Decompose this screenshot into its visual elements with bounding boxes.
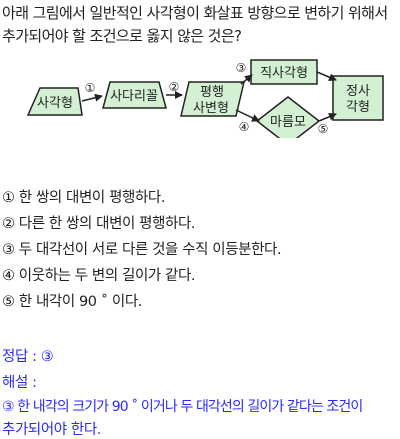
trapezoid-label: 사다리꼴 <box>110 89 158 104</box>
arrow-label-1: ① <box>85 81 96 95</box>
trapezoid-shape <box>102 81 167 109</box>
quadrilateral-flow-diagram: 사각형 사다리꼴 평행 사변형 직사각형 마름모 정사 각형 ① ② ③ ④ ⑤ <box>26 59 384 138</box>
square-label-1: 정사 <box>346 84 370 99</box>
question-text: 아래 그림에서 일반적인 사각형이 화살표 방향으로 변하기 위해서 추가되어야… <box>2 2 398 48</box>
rhombus-label: 마름모 <box>270 115 306 130</box>
option-2[interactable]: ② 다른 한 쌍의 대변이 평행하다. <box>2 216 196 232</box>
rectangle-shape <box>250 59 318 85</box>
rhombus-shape <box>255 96 321 138</box>
option-5[interactable]: ⑤ 한 내각이 90 ˚ 이다. <box>2 294 142 310</box>
arrow-label-2: ② <box>169 80 180 94</box>
question-line-2: 추가되어야 할 조건으로 옳지 않은 것은? <box>2 27 242 45</box>
answer-label: 정답 : ③ <box>2 349 54 365</box>
parallelogram-label-1: 평행 <box>200 84 224 100</box>
rectangle-label: 직사각형 <box>260 66 308 81</box>
option-3[interactable]: ③ 두 대각선이 서로 다른 것을 수직 이등분한다. <box>2 242 282 258</box>
question-line-1: 아래 그림에서 일반적인 사각형이 화살표 방향으로 변하기 위해서 <box>2 4 388 22</box>
arrow-4 <box>235 109 260 122</box>
option-1[interactable]: ① 한 쌍의 대변이 평행하다. <box>2 190 166 206</box>
arrow-rect-to-square <box>316 71 337 81</box>
parallelogram-shape <box>180 81 245 117</box>
explanation-line-2: 추가되어야 한다. <box>2 422 101 438</box>
arrow-1 <box>81 93 103 102</box>
quadrilateral-label: 사각형 <box>37 96 73 111</box>
arrow-3 <box>240 74 253 85</box>
square-shape <box>332 75 384 121</box>
arrow-label-4: ④ <box>239 120 250 134</box>
explanation-line-1: ③ 한 내각의 크기가 90 ˚ 이거나 두 대각선의 길이가 같다는 조건이 <box>2 399 363 415</box>
explanation-label: 해설 : <box>2 375 37 391</box>
arrow-label-5: ⑤ <box>318 122 329 136</box>
option-4[interactable]: ④ 이웃하는 두 변의 길이가 같다. <box>2 268 196 284</box>
arrow-5 <box>318 112 337 122</box>
parallelogram-label-2: 사변형 <box>193 101 229 116</box>
quadrilateral-shape <box>26 87 83 116</box>
arrow-label-3: ③ <box>236 61 247 75</box>
square-label-2: 각형 <box>346 100 370 115</box>
